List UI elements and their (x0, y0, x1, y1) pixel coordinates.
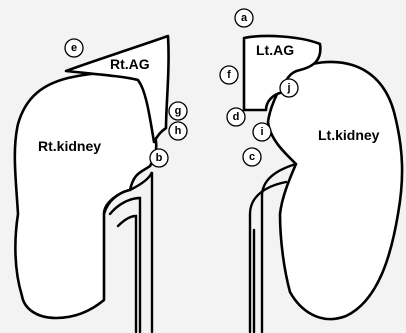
marker-d-text: d (233, 111, 240, 123)
marker-f: f (220, 66, 238, 84)
right-adrenal-label: Rt.AG (110, 56, 150, 72)
marker-a: a (235, 9, 253, 27)
marker-f-text: f (227, 69, 231, 81)
marker-a-text: a (241, 12, 248, 24)
marker-j: j (280, 79, 298, 97)
right-ureter-shadow (118, 216, 136, 332)
marker-b-text: b (156, 152, 163, 164)
left-kidney-label: Lt.kidney (318, 127, 380, 143)
marker-c: c (243, 148, 261, 166)
left-adrenal-label: Lt.AG (256, 42, 294, 58)
marker-e: e (65, 39, 83, 57)
marker-h-text: h (175, 125, 182, 137)
marker-g: g (169, 102, 187, 120)
left-kidney-outline (268, 62, 402, 319)
marker-e-text: e (71, 42, 77, 54)
marker-h: h (169, 122, 187, 140)
marker-c-text: c (249, 151, 255, 163)
marker-j-text: j (286, 82, 290, 94)
right-kidney-label: Rt.kidney (38, 138, 101, 154)
marker-g-text: g (175, 105, 182, 117)
marker-i-text: i (260, 126, 263, 138)
marker-i: i (253, 123, 271, 141)
marker-b: b (150, 149, 168, 167)
marker-d: d (227, 108, 245, 126)
